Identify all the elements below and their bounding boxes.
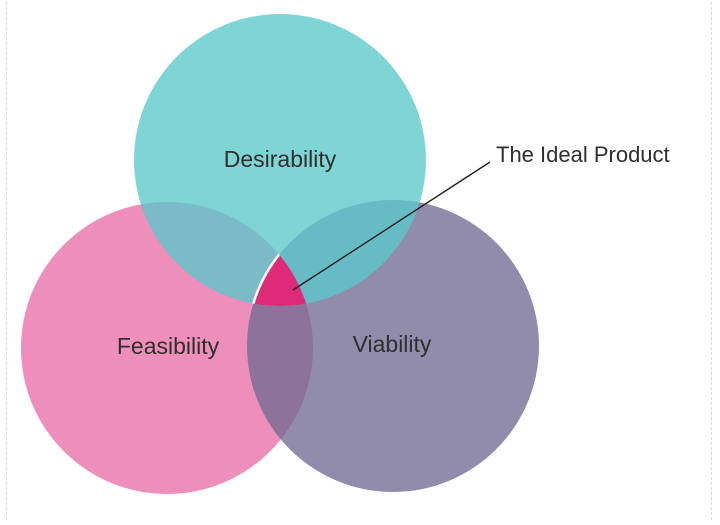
image-frame — [6, 2, 712, 520]
desirability-label: Desirability — [224, 146, 337, 172]
ideal-product-label: The Ideal Product — [496, 142, 670, 167]
feasibility-label: Feasibility — [117, 333, 220, 359]
callout-line — [292, 161, 491, 291]
viability-label: Viability — [353, 331, 432, 357]
desirability-circle — [134, 14, 426, 306]
